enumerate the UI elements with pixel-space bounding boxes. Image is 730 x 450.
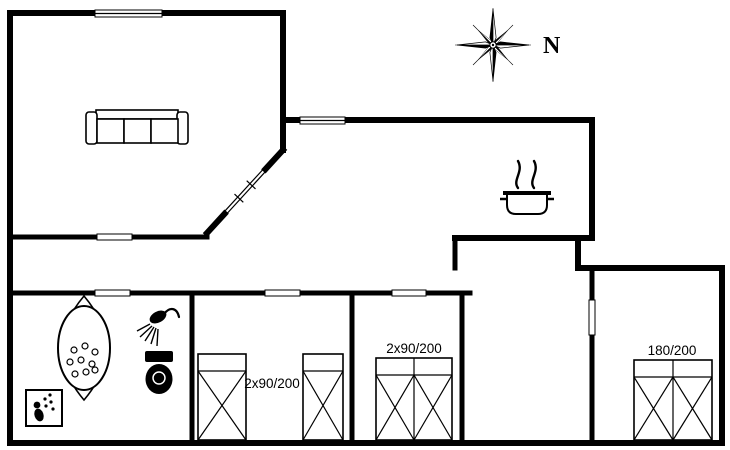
bed-icon [302,353,344,441]
cooking-pot-icon [500,159,554,215]
steam-icon [515,159,521,190]
exterior-walls [7,10,725,446]
bed-icon [197,353,247,441]
sofa-icon [85,109,189,145]
bed-size-label: 180/200 [648,343,697,358]
bed-icon [375,357,453,441]
bed-icon [633,359,713,441]
compass-rose-icon: N [455,8,561,82]
bed-size-label: 2x90/200 [244,376,300,391]
window-marker [94,9,346,125]
shower-cabin-icon [25,389,63,427]
bed-size-label: 2x90/200 [386,341,442,356]
hot-tub-icon [57,294,111,402]
door-opening-marker [94,233,596,336]
shower-head-icon [136,307,181,347]
toilet-icon [145,351,173,394]
compass-north-label: N [543,33,561,59]
patio-door-icon [222,167,268,216]
